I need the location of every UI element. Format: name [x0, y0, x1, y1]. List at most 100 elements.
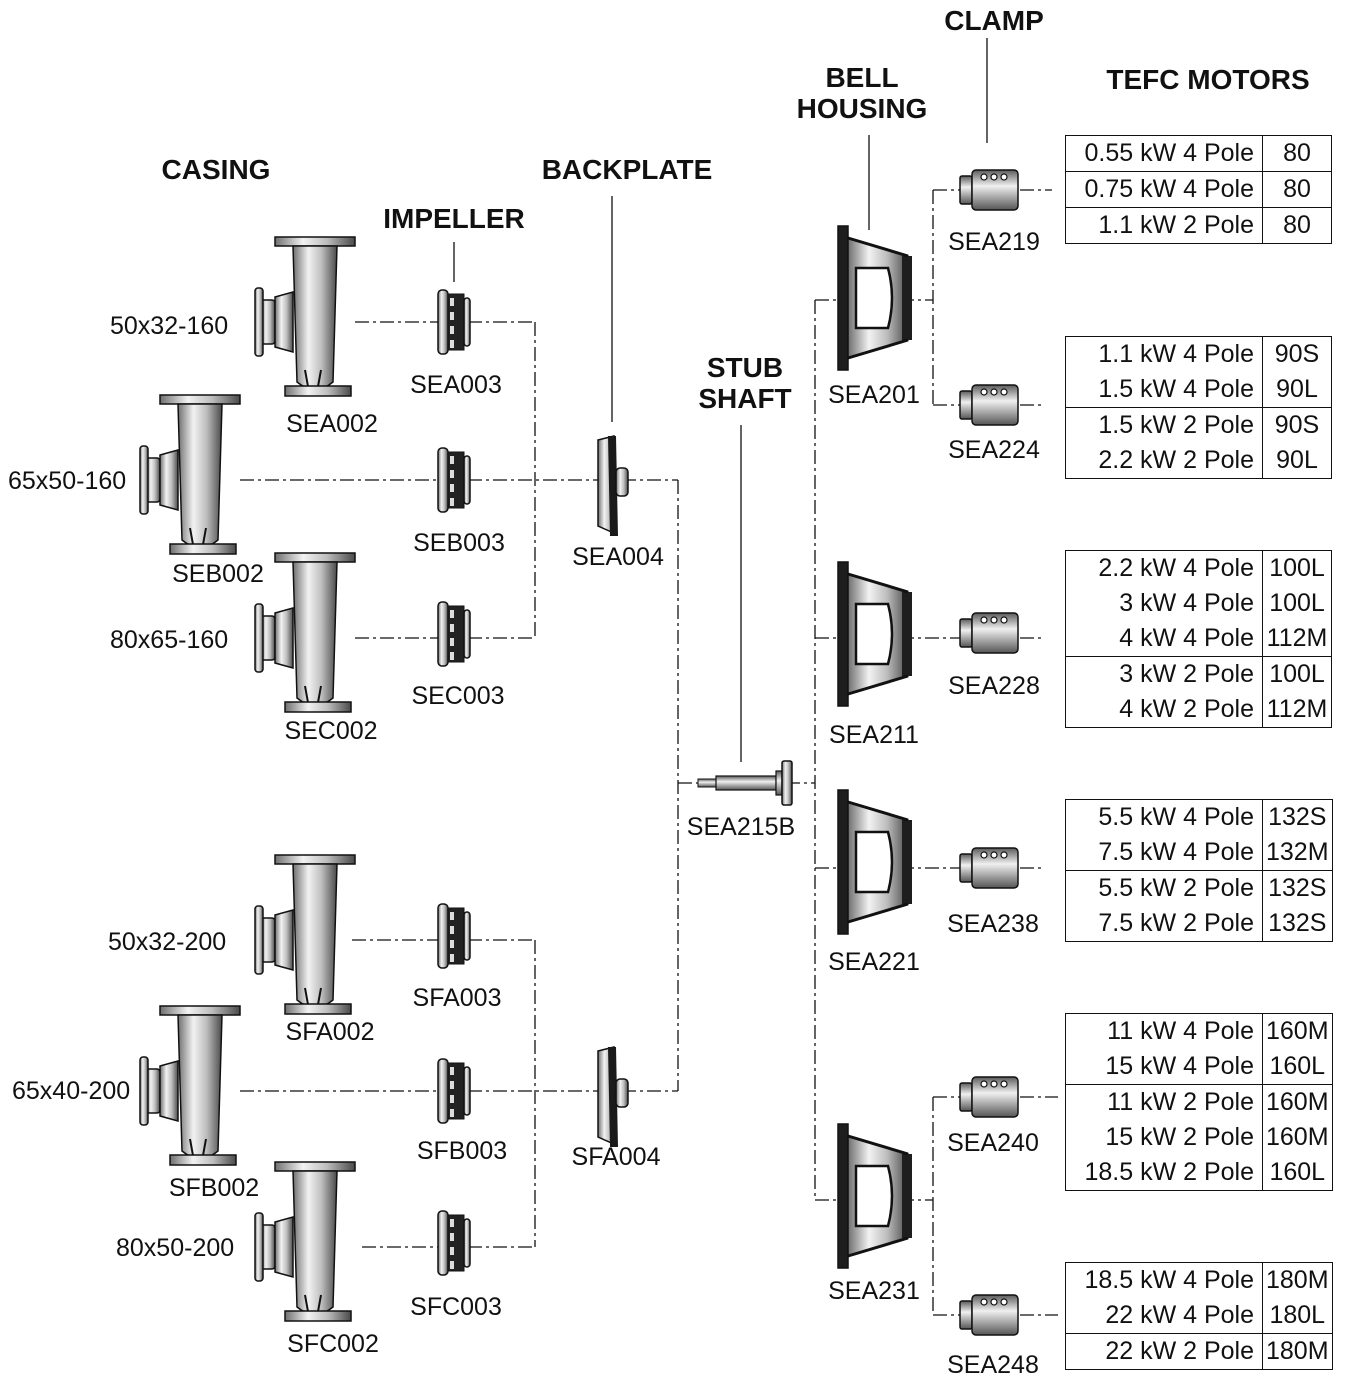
- casing-size: 65x50-160: [8, 467, 127, 495]
- impeller-sfc003: [437, 1210, 471, 1276]
- casing-code: SEB002: [172, 560, 264, 588]
- motor-frame: 160M: [1266, 1123, 1329, 1151]
- clamp-sea248: [959, 1294, 1019, 1336]
- clamp-code: SEA238: [947, 910, 1039, 938]
- header-bell-housing-line2: HOUSING: [796, 93, 928, 124]
- motor-frame: 160M: [1262, 1084, 1333, 1120]
- header-bell-housing: BELL HOUSING: [797, 62, 928, 124]
- motor-power: 1.1 kW 2 Pole: [1065, 207, 1263, 244]
- stub-shaft-code: SEA215B: [686, 813, 796, 841]
- motor-frame: 112M: [1266, 624, 1328, 652]
- bell-housing-code: SEA221: [828, 948, 920, 976]
- casing-size: 80x65-160: [110, 626, 229, 654]
- casing-code: SFA002: [285, 1018, 375, 1046]
- casing-code: SFB002: [168, 1174, 260, 1202]
- motor-frame: 132S: [1268, 803, 1327, 831]
- motor-frame: 180M: [1266, 1266, 1329, 1294]
- shaft-lines: [240, 189, 1058, 1316]
- impeller-code: SFC003: [410, 1293, 502, 1321]
- header-clamp: CLAMP: [944, 5, 1044, 36]
- casing-code: SEA002: [286, 410, 378, 438]
- bell-housing-code: SEA231: [828, 1277, 920, 1305]
- motor-power: 18.5 kW 2 Pole: [1065, 1155, 1263, 1191]
- motor-frame: 160L: [1269, 1052, 1326, 1080]
- casing-size: 65x40-200: [12, 1077, 131, 1105]
- motor-frame: 80: [1262, 207, 1332, 244]
- clamp-code: SEA240: [947, 1129, 1039, 1157]
- header-leaders: [453, 38, 988, 762]
- backplate-sea004: [597, 435, 629, 537]
- casing-size: 50x32-200: [108, 928, 227, 956]
- stub-shaft-sea215b: [697, 760, 793, 806]
- clamp-sea224: [959, 384, 1019, 426]
- motor-frame: 180L: [1269, 1301, 1326, 1329]
- motor-frame: 180M: [1262, 1333, 1333, 1370]
- impeller-sfa003: [437, 903, 471, 969]
- motor-frame: 100L: [1269, 554, 1325, 582]
- motor-frame: 132S: [1262, 870, 1333, 906]
- motor-power: 18.5 kW 4 Pole: [1065, 1262, 1263, 1298]
- casing-sea002: [254, 236, 356, 397]
- casing-sfc002: [254, 1161, 356, 1322]
- header-bell-housing-line1: BELL: [825, 62, 899, 93]
- motor-row: 0.55 kW 4 Pole 80: [1065, 135, 1332, 172]
- motor-power: 5.5 kW 4 Pole: [1065, 799, 1263, 835]
- casing-code: SEC002: [284, 717, 378, 745]
- motor-frame: 100L: [1262, 656, 1332, 692]
- impeller-seb003: [437, 447, 471, 513]
- bell-housing-sea231: [836, 1122, 914, 1270]
- bell-housing-sea211: [836, 560, 914, 708]
- motor-power: 11 kW 4 Pole: [1065, 1013, 1263, 1049]
- casing-code: SFC002: [287, 1330, 379, 1358]
- impeller-code: SEB003: [413, 529, 505, 557]
- motor-power: 2.2 kW 2 Pole: [1065, 443, 1263, 479]
- motor-frame: 132S: [1268, 909, 1327, 937]
- motor-frame: 90S: [1262, 407, 1332, 443]
- clamp-code: SEA228: [948, 672, 1040, 700]
- backplate-code: SFA004: [571, 1143, 661, 1171]
- motor-power: 22 kW 2 Pole: [1065, 1333, 1263, 1370]
- motor-frame: 80: [1283, 139, 1311, 167]
- motor-power: 15 kW 4 Pole: [1065, 1049, 1263, 1085]
- motor-power: 2.2 kW 4 Pole: [1065, 550, 1263, 586]
- impeller-sfb003: [437, 1058, 471, 1124]
- motor-frame: 160M: [1266, 1017, 1329, 1045]
- bell-housing-code: SEA201: [828, 381, 920, 409]
- backplate-code: SEA004: [572, 543, 664, 571]
- header-impeller: IMPELLER: [383, 203, 525, 234]
- header-casing: CASING: [161, 154, 271, 185]
- motor-power: 4 kW 4 Pole: [1065, 621, 1263, 657]
- impeller-sea003: [437, 289, 471, 355]
- motor-power: 1.1 kW 4 Pole: [1065, 336, 1263, 372]
- impeller-code: SFB003: [416, 1137, 508, 1165]
- header-backplate: BACKPLATE: [541, 154, 713, 185]
- header-stub-shaft-line2: SHAFT: [698, 383, 792, 414]
- impeller-code: SEC003: [411, 682, 505, 710]
- motor-frame: 160L: [1269, 1158, 1326, 1186]
- casing-sfa002: [254, 854, 356, 1015]
- motor-power: 0.55 kW 4 Pole: [1065, 135, 1263, 172]
- motor-frame: 132M: [1266, 838, 1329, 866]
- bell-housing-sea201: [836, 224, 914, 372]
- motor-power: 15 kW 2 Pole: [1065, 1120, 1263, 1155]
- backplate-sfa004: [597, 1046, 629, 1148]
